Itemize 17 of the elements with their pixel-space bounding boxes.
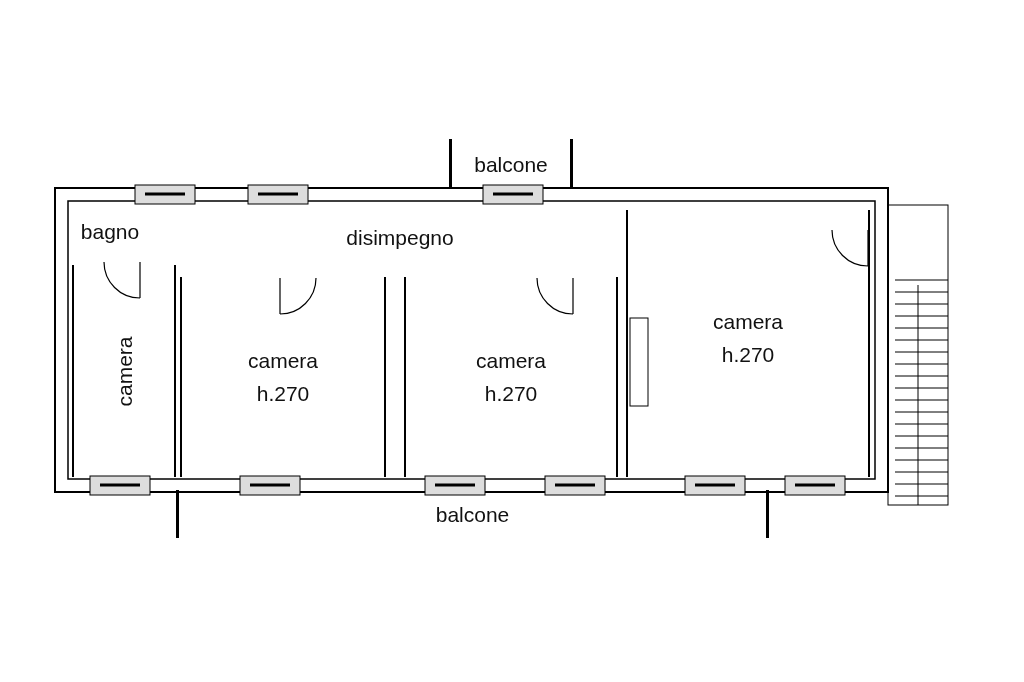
- room: [72, 265, 176, 477]
- balcony: [176, 490, 769, 538]
- room-label: camera: [248, 348, 318, 374]
- room: [180, 277, 386, 477]
- room-label: camera: [111, 336, 137, 406]
- room: [626, 210, 870, 477]
- room-label: camera: [476, 348, 546, 374]
- room: [404, 277, 618, 477]
- room-label: disimpegno: [346, 224, 454, 251]
- room-label: bagno: [80, 219, 140, 245]
- room-label: balcone: [435, 501, 510, 528]
- room-label: balcone: [474, 151, 548, 178]
- room-label: camera: [713, 309, 783, 335]
- room-label: h.270: [484, 381, 538, 407]
- room-label: h.270: [721, 342, 775, 368]
- balcony: [449, 139, 573, 189]
- room-label: h.270: [256, 381, 310, 407]
